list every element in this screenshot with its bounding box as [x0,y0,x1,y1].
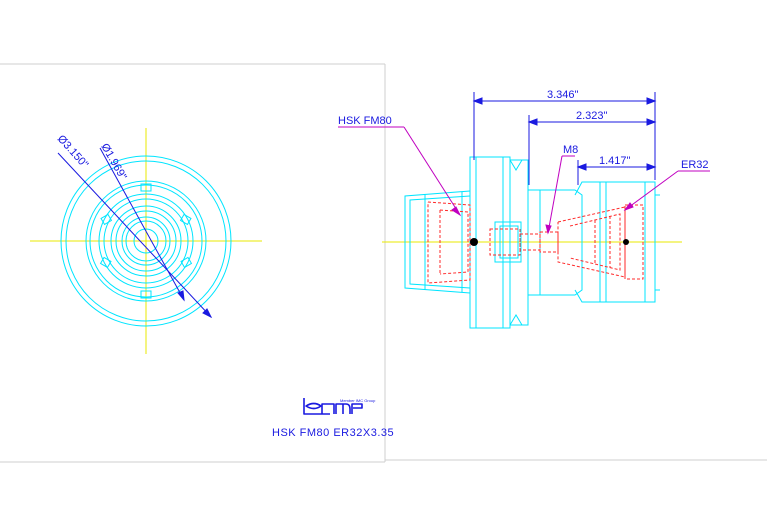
side-outline [404,156,660,329]
mid-length-dim: 2.323" [576,110,608,122]
label-leaders [338,126,710,235]
front-outline [60,155,232,327]
part-name: HSK FM80 ER32X3.35 [272,427,394,439]
front-inner-diameter-dim: Ø1.969" [98,142,128,183]
front-centerlines [30,128,262,354]
nose-gauge-point [623,239,629,245]
front-diameter-leaders [57,147,213,319]
sheet-border [0,63,767,463]
m8-label: M8 [563,144,578,156]
iscar-logo: Member IMC Group [303,398,376,415]
er32-label: ER32 [681,159,709,171]
front-outer-diameter-dim: Ø3.150" [55,133,91,171]
length-dimensions [472,92,657,185]
logo-subtitle: Member IMC Group [340,398,376,403]
overall-length-dim: 3.346" [547,89,579,101]
front-view: Ø3.150" Ø1.969" [30,128,262,354]
hsk-label: HSK FM80 [338,115,392,127]
side-view: 3.346" 2.323" 1.417" HSK FM80 M8 ER32 [338,89,710,329]
nose-length-dim: 1.417" [599,155,631,167]
hsk-gauge-point [470,238,478,246]
